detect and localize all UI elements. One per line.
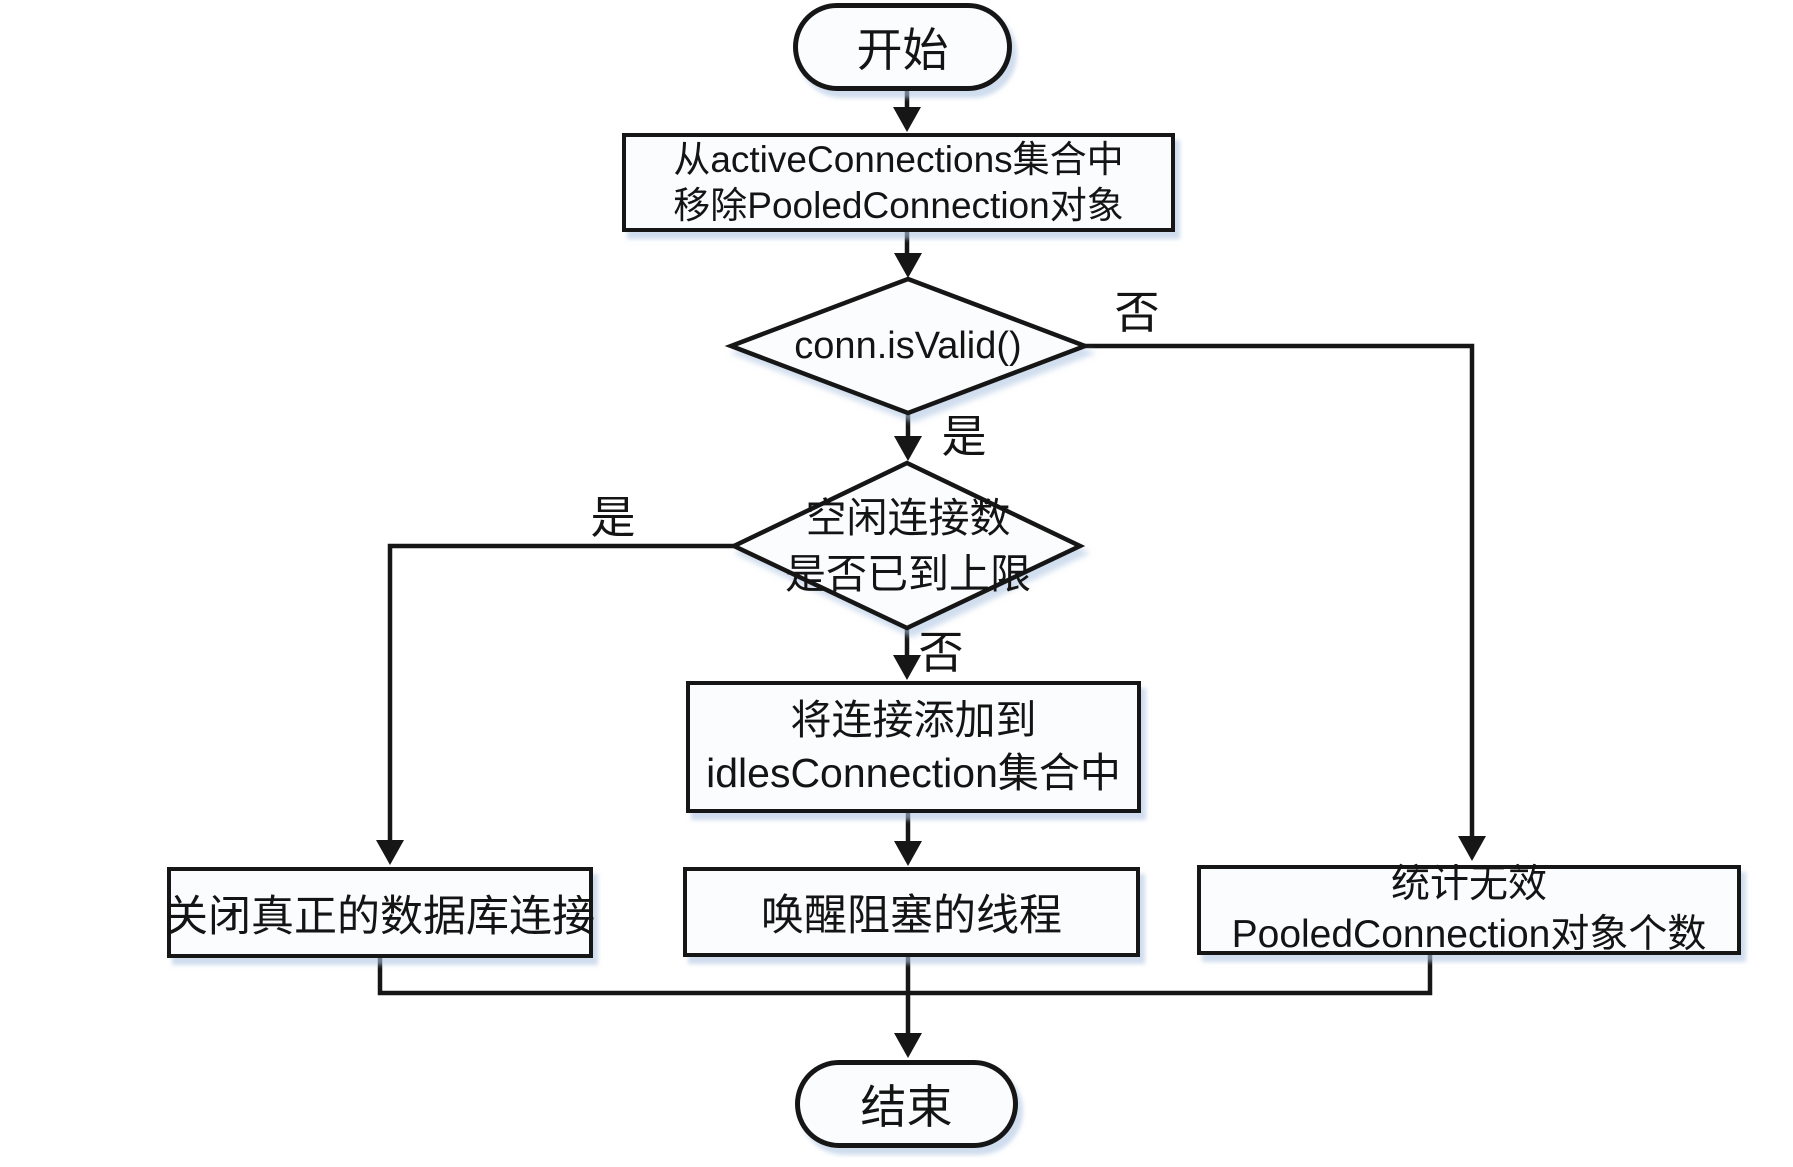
end-node: 结束 [795,1060,1018,1148]
edge-limit-yes-to-close [387,543,734,843]
edge-label-valid-no: 否 [1114,286,1160,338]
arrowhead-limit [894,436,922,461]
decision-conn-is-valid-label: conn.isValid() [794,324,1022,367]
decision-idle-limit-shape [728,460,1086,631]
arrowhead-valid [894,253,922,278]
arrowhead-count [1458,836,1486,861]
arrowhead-wake [894,841,922,866]
edge-valid-no-to-count [1085,343,1475,839]
process-remove-from-active: 从activeConnections集合中 移除PooledConnection… [622,133,1175,232]
decision-conn-is-valid-shape [724,276,1092,416]
process-count-invalid: 统计无效 PooledConnection对象个数 [1197,863,1741,956]
edge-merge-line [377,955,1433,996]
arrowhead-remove [893,107,921,132]
edge-label-limit-yes: 是 [590,491,636,543]
arrowhead-add [893,655,921,680]
arrowhead-end [894,1033,922,1058]
decision-idle-limit-label: 空闲连接数 是否已到上限 [718,463,1098,628]
process-wake-label: 唤醒阻塞的线程 [761,892,1062,940]
process-remove-line1: 从activeConnections集合中 [673,138,1124,180]
start-label: 开始 [856,24,949,76]
decision-idle-limit-line1: 空闲连接数 [805,494,1011,541]
process-close-label: 关闭真正的数据库连接 [165,892,595,941]
start-node: 开始 [793,3,1012,91]
process-add-line1: 将连接添加到 [790,697,1037,743]
process-add-to-idles: 将连接添加到 idlesConnection集合中 [686,681,1141,813]
edge-label-limit-no: 否 [918,626,964,678]
edge-label-valid-yes: 是 [941,410,987,462]
process-count-line1: 统计无效 [1390,863,1547,906]
process-wake-blocked-threads: 唤醒阻塞的线程 [683,867,1140,957]
arrowhead-close [376,840,404,865]
end-label: 结束 [860,1081,953,1133]
process-add-line2: idlesConnection集合中 [706,750,1121,796]
decision-idle-limit-line2: 是否已到上限 [785,550,1031,597]
process-remove-line2: 移除PooledConnection对象 [673,184,1124,226]
process-close-real-connection: 关闭真正的数据库连接 [165,867,595,958]
process-count-line2: PooledConnection对象个数 [1231,913,1707,956]
